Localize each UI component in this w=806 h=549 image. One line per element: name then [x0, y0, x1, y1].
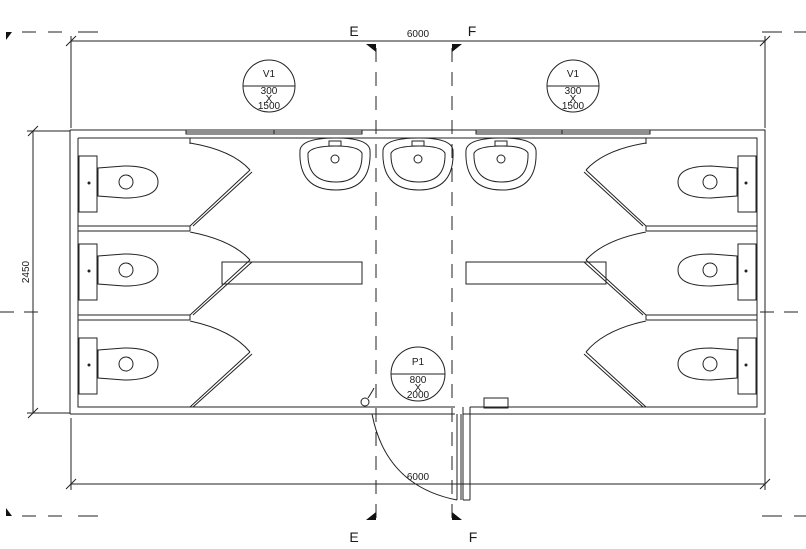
- section-mark-e-bottom: E: [349, 529, 358, 545]
- entry-door: [360, 387, 509, 501]
- window-tag-left-height: 1500: [258, 101, 281, 112]
- door-tag-code: P1: [412, 357, 425, 368]
- dimension-bottom: 6000: [65, 418, 771, 490]
- window-tag-left-times: X: [266, 94, 273, 105]
- window-tag-right-times: X: [570, 94, 577, 105]
- dimension-left: 2450: [21, 125, 70, 419]
- toilet-left-3-icon: [78, 337, 159, 395]
- window-tag-left-width: 300: [261, 86, 278, 97]
- corner-marks: [6, 31, 806, 517]
- window-tag-right-width: 300: [565, 86, 582, 97]
- dimension-width-top: 6000: [407, 29, 430, 40]
- toilet-right-2-icon: [677, 243, 757, 301]
- toilet-right-1-icon: [677, 155, 757, 213]
- dimension-height-left: 2450: [21, 260, 32, 283]
- door-tag-height: 2000: [407, 390, 430, 401]
- window-tag-left-code: V1: [263, 69, 276, 80]
- dimension-top: 6000: [65, 29, 771, 128]
- right-cubicles: [583, 138, 757, 408]
- door-tag: P1 800 X 2000: [390, 346, 446, 402]
- window-tag-right-code: V1: [567, 69, 580, 80]
- door-tag-times: X: [415, 383, 422, 394]
- left-cubicles: [78, 138, 253, 408]
- window-tag-left: V1 300 X 1500: [242, 59, 296, 113]
- window-tag-right-height: 1500: [562, 101, 585, 112]
- washbasin-2-icon: [382, 137, 454, 191]
- toilet-left-1-icon: [78, 155, 159, 213]
- section-lines: E F E F: [0, 23, 806, 545]
- partition-benches: [221, 261, 607, 285]
- section-mark-f-top: F: [468, 23, 477, 39]
- window-strip-left: [185, 129, 363, 135]
- window-tag-right: V1 300 X 1500: [546, 59, 600, 113]
- toilet-left-2-icon: [78, 243, 159, 301]
- window-strip-right: [475, 129, 651, 135]
- section-mark-f-bottom: F: [469, 529, 478, 545]
- toilet-right-3-icon: [677, 337, 757, 395]
- dimension-width-bottom: 6000: [407, 472, 430, 483]
- washbasin-1-icon: [299, 137, 371, 191]
- section-mark-e-top: E: [349, 23, 358, 39]
- washbasin-3-icon: [465, 137, 537, 191]
- door-tag-width: 800: [410, 375, 427, 386]
